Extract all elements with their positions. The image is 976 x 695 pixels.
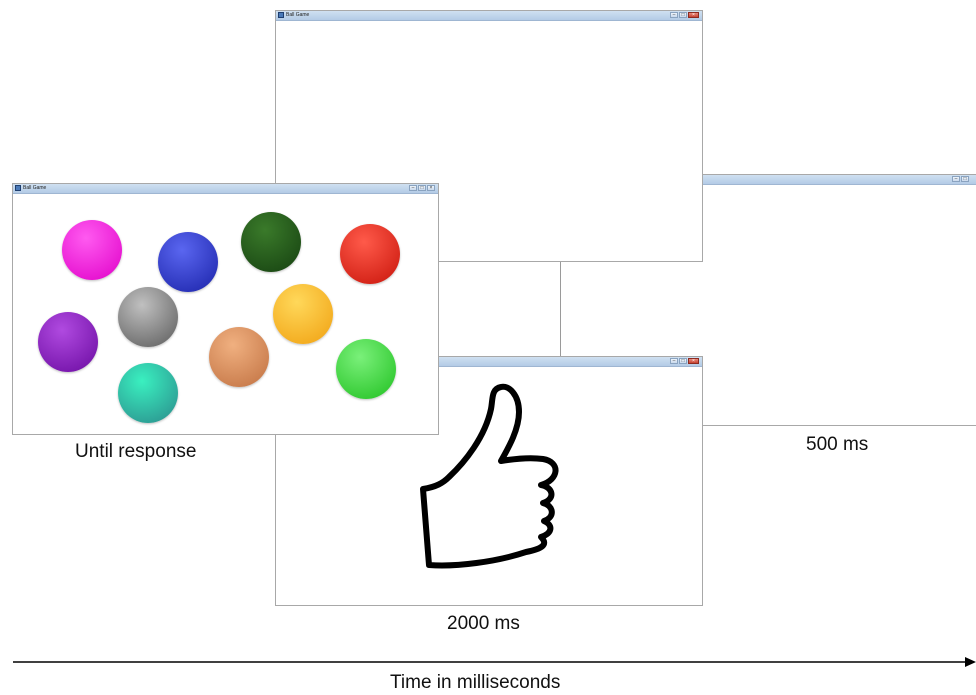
window-title: Ball Game bbox=[23, 185, 47, 191]
close-button[interactable]: × bbox=[688, 358, 699, 364]
ball-display-duration-label: Until response bbox=[75, 441, 197, 462]
ball-teal[interactable] bbox=[118, 363, 178, 423]
minimize-button[interactable]: – bbox=[670, 12, 678, 18]
app-icon bbox=[278, 12, 284, 18]
upper-window-titlebar: Ball Game – □ × bbox=[276, 11, 702, 21]
window-title: Ball Game bbox=[286, 12, 310, 18]
thumbs-up-icon bbox=[420, 383, 559, 569]
time-axis-arrow bbox=[13, 657, 976, 667]
close-button[interactable]: × bbox=[427, 185, 435, 191]
blank-duration-label: 500 ms bbox=[806, 434, 869, 455]
time-axis-label: Time in milliseconds bbox=[390, 672, 561, 693]
ball-display-window: Ball Game – □ × bbox=[12, 183, 439, 435]
upper-blank-window: Ball Game – □ × bbox=[275, 10, 703, 262]
ball-yellow[interactable] bbox=[273, 284, 333, 344]
minimize-button[interactable]: – bbox=[409, 185, 417, 191]
ball-dark-green[interactable] bbox=[241, 212, 301, 272]
ball-window-titlebar: Ball Game – □ × bbox=[13, 184, 438, 194]
blank-window-titlebar: – □ bbox=[561, 175, 976, 185]
minimize-button[interactable]: – bbox=[952, 176, 960, 182]
ball-tan[interactable] bbox=[209, 327, 269, 387]
ball-gray[interactable] bbox=[118, 287, 178, 347]
ball-green[interactable] bbox=[336, 339, 396, 399]
maximize-button[interactable]: □ bbox=[961, 176, 969, 182]
maximize-button[interactable]: □ bbox=[418, 185, 426, 191]
ball-red[interactable] bbox=[340, 224, 400, 284]
feedback-duration-label: 2000 ms bbox=[447, 613, 520, 634]
close-button[interactable]: × bbox=[688, 12, 699, 18]
ball-purple[interactable] bbox=[38, 312, 98, 372]
window-connector bbox=[560, 262, 561, 358]
feedback-window-titlebar: – □ × bbox=[276, 357, 702, 367]
maximize-button[interactable]: □ bbox=[679, 358, 687, 364]
ball-blue[interactable] bbox=[158, 232, 218, 292]
ball-magenta[interactable] bbox=[62, 220, 122, 280]
app-icon bbox=[15, 185, 21, 191]
minimize-button[interactable]: – bbox=[670, 358, 678, 364]
maximize-button[interactable]: □ bbox=[679, 12, 687, 18]
